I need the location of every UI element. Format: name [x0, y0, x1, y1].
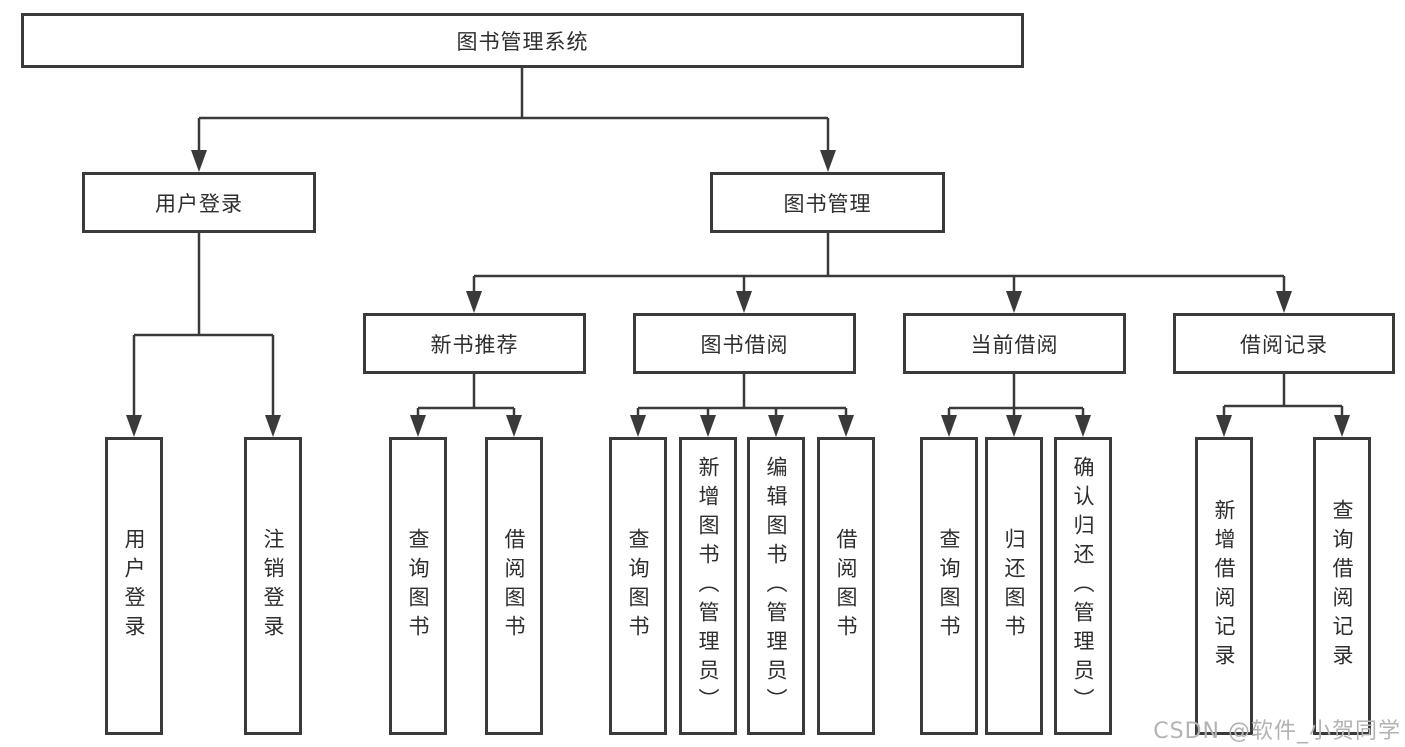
- leaf-borrow-books-recommend: 借阅图书: [485, 437, 543, 735]
- leaf-query-books-recommend: 查询图书: [389, 437, 447, 735]
- arrowhead: [1006, 415, 1022, 437]
- node-label: 新书推荐: [430, 332, 519, 357]
- leaf-return-books: 归还图书: [985, 437, 1043, 735]
- connector-borrow-records-to-children: [1216, 374, 1350, 437]
- node-label: 查询借阅记录: [1330, 499, 1354, 673]
- node-borrow-records: 借阅记录: [1173, 313, 1395, 374]
- node-user-login: 用户登录: [82, 172, 316, 233]
- connector-root-to-level2: [191, 68, 836, 172]
- arrowhead: [1075, 415, 1091, 437]
- arrowhead: [191, 150, 207, 172]
- arrowhead: [736, 291, 752, 313]
- arrowhead: [410, 415, 426, 437]
- arrowhead: [838, 415, 854, 437]
- node-label: 用户登录: [122, 528, 146, 644]
- node-label: 借阅记录: [1240, 332, 1328, 357]
- arrowhead: [941, 415, 957, 437]
- connector-current-borrow-to-children: [941, 374, 1091, 437]
- node-book-management: 图书管理: [710, 172, 945, 233]
- node-label: 编辑图书（管理员）: [764, 455, 788, 717]
- arrowhead: [1006, 291, 1022, 313]
- node-root-system: 图书管理系统: [21, 13, 1024, 68]
- node-label: 确认归还（管理员）: [1071, 455, 1095, 717]
- node-label: 新增借阅记录: [1212, 499, 1236, 673]
- node-current-borrow: 当前借阅: [903, 313, 1126, 374]
- leaf-query-books-borrow: 查询图书: [609, 437, 667, 735]
- leaf-confirm-return-admin: 确认归还（管理员）: [1054, 437, 1112, 735]
- leaf-edit-books-admin: 编辑图书（管理员）: [747, 437, 805, 735]
- arrowhead: [1334, 415, 1350, 437]
- arrowhead: [466, 291, 482, 313]
- leaf-query-borrow-record: 查询借阅记录: [1313, 437, 1371, 735]
- arrowhead: [630, 415, 646, 437]
- node-label: 图书管理: [783, 191, 872, 216]
- connector-book-borrow-to-children: [630, 374, 854, 437]
- arrowhead: [1276, 291, 1292, 313]
- node-label: 借阅图书: [502, 528, 526, 644]
- node-label: 查询图书: [937, 528, 961, 644]
- node-label: 新增图书（管理员）: [696, 455, 720, 717]
- leaf-query-books-current: 查询图书: [920, 437, 978, 735]
- arrowhead: [265, 415, 281, 437]
- connector-new-book-to-children: [410, 374, 522, 437]
- node-label: 归还图书: [1002, 528, 1026, 644]
- node-label: 查询图书: [626, 528, 650, 644]
- node-book-borrow: 图书借阅: [633, 313, 856, 374]
- node-label: 用户登录: [155, 191, 243, 216]
- arrowhead: [820, 150, 836, 172]
- leaf-user-login: 用户登录: [105, 437, 163, 735]
- arrowhead: [768, 415, 784, 437]
- node-label: 注销登录: [261, 528, 285, 644]
- arrowhead: [126, 415, 142, 437]
- leaf-logout: 注销登录: [244, 437, 302, 735]
- node-label: 查询图书: [406, 528, 430, 644]
- node-label: 当前借阅: [970, 332, 1059, 357]
- arrowhead: [506, 415, 522, 437]
- node-new-book-recommend: 新书推荐: [363, 313, 586, 374]
- node-label: 图书借阅: [700, 332, 789, 357]
- leaf-borrow-books: 借阅图书: [817, 437, 875, 735]
- node-label: 借阅图书: [834, 528, 858, 644]
- leaf-add-books-admin: 新增图书（管理员）: [679, 437, 737, 735]
- arrowhead: [1216, 415, 1232, 437]
- connector-book-management-to-level3: [466, 233, 1292, 313]
- leaf-add-borrow-record: 新增借阅记录: [1195, 437, 1253, 735]
- node-label: 图书管理系统: [456, 29, 589, 54]
- csdn-watermark: CSDN @软件_小贺同学: [1153, 719, 1401, 744]
- connector-user-login-to-children: [126, 233, 281, 437]
- arrowhead: [700, 415, 716, 437]
